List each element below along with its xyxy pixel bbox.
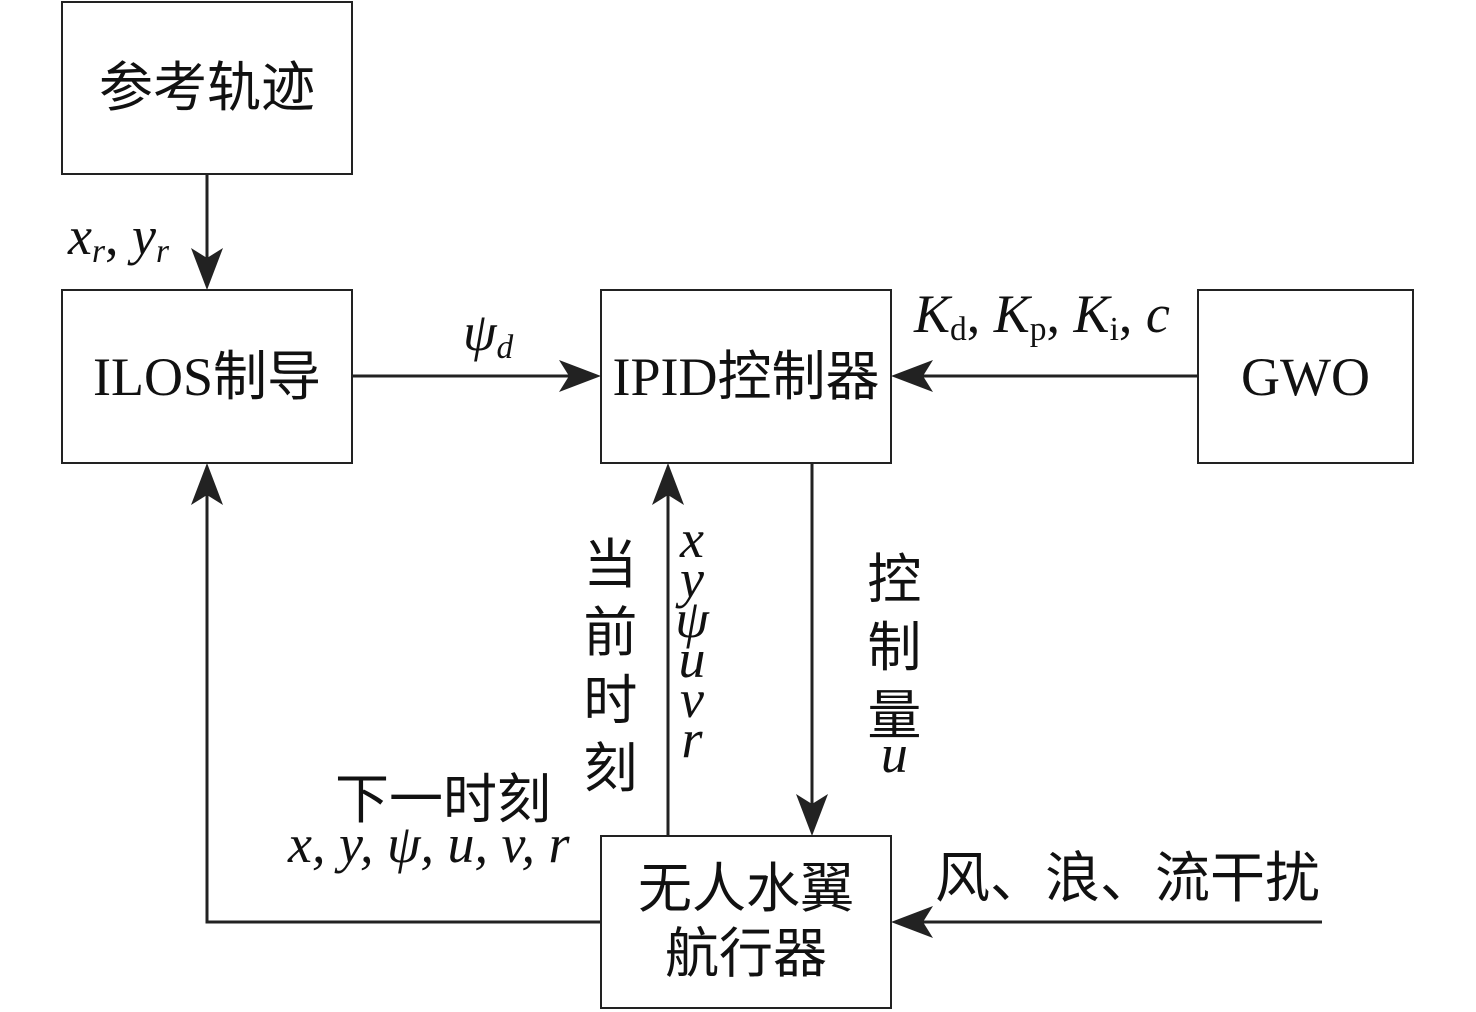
edge-disturbance-to-vehicle — [891, 906, 1322, 938]
edge-ilos-to-ipid — [353, 360, 601, 392]
separator: , — [105, 206, 132, 266]
edge-vehicle-to-ilos — [191, 463, 600, 924]
edge-line — [205, 474, 600, 924]
node-label: IPID控制器 — [612, 346, 880, 407]
state-x: x — [680, 509, 704, 569]
node-label: 参考轨迹 — [99, 58, 315, 118]
edge-label-desired-heading: ψd — [463, 302, 513, 364]
separator: , — [1046, 284, 1074, 344]
current-time-text: 当前时刻 — [583, 535, 638, 799]
separator: , — [966, 284, 994, 344]
arrowhead-down — [191, 248, 223, 290]
edge-reference-to-ilos — [191, 175, 223, 290]
next-time-text: 下一时刻 — [335, 770, 551, 830]
separator: , — [1118, 284, 1146, 344]
arrowhead-right — [559, 360, 601, 392]
node-reference-trajectory: 参考轨迹 — [61, 1, 353, 175]
node-label-line-1: 无人水翼 — [638, 859, 854, 919]
edge-gwo-to-ipid — [891, 360, 1197, 392]
node-ipid-controller: IPID控制器 — [600, 289, 892, 464]
next-states-text: x, y, ψ, u, v, r — [288, 814, 570, 874]
symbol-psi: ψ — [463, 302, 497, 362]
symbol-x: x — [68, 206, 92, 266]
symbol-c: c — [1145, 284, 1170, 344]
edge-label-current-time: 当前时刻 — [578, 531, 643, 803]
subscript: i — [1109, 311, 1119, 349]
state-r: r — [681, 709, 703, 769]
node-gwo: GWO — [1197, 289, 1414, 464]
subscript: d — [496, 329, 514, 367]
symbol-k: K — [993, 284, 1030, 344]
node-label-line-2: 航行器 — [665, 924, 827, 984]
state-y: y — [680, 549, 704, 609]
subscript: r — [91, 233, 105, 271]
arrowhead-up — [191, 463, 223, 505]
edge-label-next-time: 下一时刻 — [335, 773, 551, 827]
state-v: v — [680, 669, 704, 729]
node-ilos-guidance: ILOS制导 — [61, 289, 353, 464]
state-psi: ψ — [675, 589, 709, 649]
symbol-k: K — [914, 284, 951, 344]
subscript: r — [155, 233, 169, 271]
edge-label-next-states: x, y, ψ, u, v, r — [288, 817, 569, 871]
edge-vehicle-to-ipid — [652, 463, 684, 835]
node-label: ILOS制导 — [93, 346, 321, 407]
subscript: d — [950, 311, 967, 349]
arrowhead-down — [796, 794, 828, 836]
symbol-y: y — [132, 206, 156, 266]
node-label: 无人水翼 航行器 — [638, 857, 854, 987]
arrowhead-left — [891, 906, 933, 938]
disturbance-text: 风、浪、流干扰 — [935, 848, 1321, 909]
symbol-k: K — [1073, 284, 1110, 344]
symbol-u: u — [880, 724, 908, 784]
edge-label-controller-gains: Kd, Kp, Ki, c — [914, 284, 1170, 346]
state-u: u — [678, 629, 706, 689]
arrowhead-left — [891, 360, 933, 392]
node-label: GWO — [1241, 346, 1370, 407]
edge-label-reference-coordinates: xr, yr — [68, 206, 169, 268]
edge-label-current-states: x y ψ u v r — [672, 509, 712, 769]
edge-label-control-input: 控制量 u — [862, 546, 927, 784]
subscript: p — [1029, 311, 1047, 349]
arrowhead-up — [652, 463, 684, 505]
edge-ipid-to-vehicle — [796, 464, 828, 836]
edge-label-disturbance: 风、浪、流干扰 — [935, 851, 1320, 906]
node-vehicle: 无人水翼 航行器 — [600, 835, 892, 1009]
control-input-text: 控制量 — [867, 550, 922, 746]
